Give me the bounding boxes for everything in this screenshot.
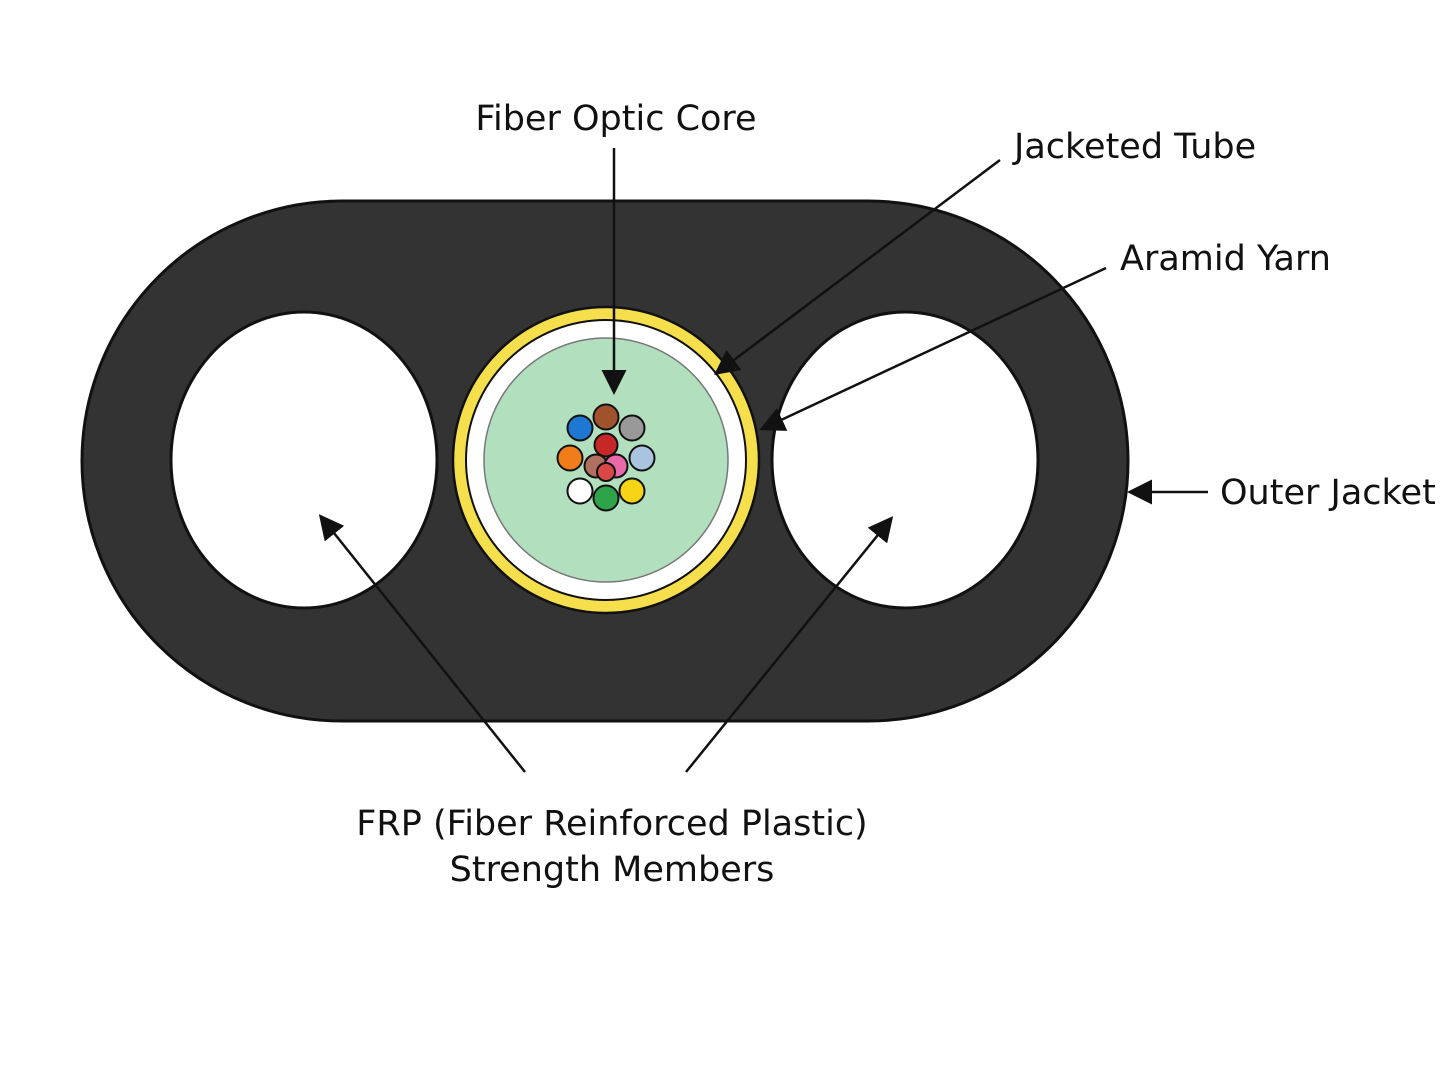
- optical-fibers: [556, 403, 656, 512]
- optical-fiber-6: [566, 477, 594, 505]
- strength-member-right: [770, 310, 1040, 610]
- strength-member-left: [169, 310, 439, 610]
- optical-fiber-5: [628, 444, 656, 472]
- leader-aramid-yarn: [759, 266, 1107, 431]
- optical-fiber-8: [618, 477, 646, 505]
- label-aramid-yarn: Aramid Yarn: [1120, 239, 1331, 279]
- label-jacketed-tube: Jacketed Tube: [1012, 127, 1256, 167]
- optical-fiber-1: [566, 414, 594, 442]
- leader-frp-left: [318, 514, 526, 773]
- leader-frp-right: [685, 516, 894, 773]
- label-frp-line2: Strength Members: [450, 850, 775, 890]
- optical-fiber-2: [592, 403, 620, 431]
- label-frp-line1: FRP (Fiber Reinforced Plastic): [356, 804, 867, 844]
- optical-fiber-4: [556, 444, 584, 472]
- optical-fiber-12: [596, 462, 616, 482]
- optical-fiber-7: [592, 484, 620, 512]
- leader-jacketed-tube: [714, 159, 1001, 376]
- optical-fiber-9: [593, 432, 619, 458]
- optical-fiber-3: [618, 414, 646, 442]
- label-outer-jacket: Outer Jacket: [1220, 473, 1436, 513]
- label-fiber-optic-core: Fiber Optic Core: [475, 99, 756, 139]
